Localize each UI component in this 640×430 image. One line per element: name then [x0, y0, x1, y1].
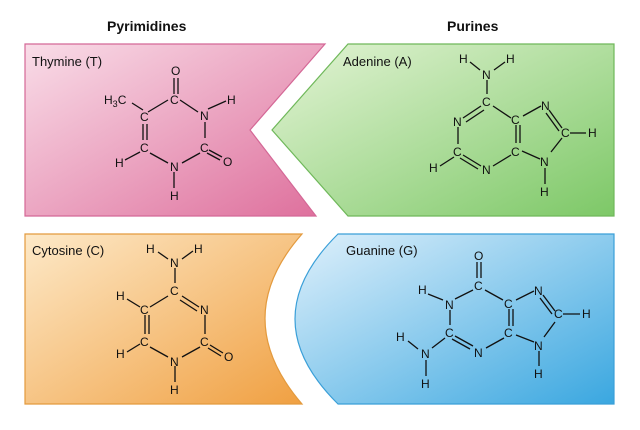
svg-text:N: N	[445, 298, 454, 312]
svg-text:N: N	[482, 68, 491, 82]
svg-text:N: N	[540, 155, 549, 169]
svg-text:H: H	[396, 330, 405, 344]
cytosine-label: Cytosine (C)	[32, 243, 104, 258]
svg-text:N: N	[534, 339, 543, 353]
svg-text:C: C	[554, 307, 563, 321]
svg-text:N: N	[453, 115, 462, 129]
svg-text:H: H	[194, 242, 203, 256]
guanine-label: Guanine (G)	[346, 243, 418, 258]
svg-text:C: C	[511, 145, 520, 159]
svg-text:C: C	[504, 297, 513, 311]
svg-text:C: C	[504, 326, 513, 340]
svg-text:N: N	[541, 99, 550, 113]
svg-text:H: H	[227, 93, 236, 107]
svg-text:C: C	[140, 141, 149, 155]
guanine-panel	[294, 233, 615, 405]
svg-text:H: H	[506, 52, 515, 66]
svg-text:C: C	[482, 95, 491, 109]
svg-text:C: C	[445, 326, 454, 340]
guanine-structure: O C H N C N C H C H N H N C N H	[396, 249, 591, 391]
adenine-panel	[271, 43, 615, 217]
svg-text:O: O	[223, 155, 232, 169]
svg-text:O: O	[171, 64, 180, 78]
svg-text:H: H	[116, 289, 125, 303]
svg-text:O: O	[474, 249, 483, 263]
thymine-structure: O C N H C O N H C H C H3C	[104, 64, 236, 203]
svg-text:N: N	[200, 109, 209, 123]
svg-text:N: N	[421, 347, 430, 361]
adenine-label: Adenine (A)	[343, 54, 412, 69]
svg-text:H: H	[540, 185, 549, 199]
thymine-label: Thymine (T)	[32, 54, 102, 69]
pyrimidines-heading: Pyrimidines	[107, 18, 187, 34]
svg-text:H: H	[588, 126, 597, 140]
svg-text:N: N	[170, 256, 179, 270]
svg-text:C: C	[453, 145, 462, 159]
svg-text:C: C	[200, 141, 209, 155]
svg-text:C: C	[170, 93, 179, 107]
cytosine-panel	[24, 233, 304, 405]
adenine-structure: H H N C N C N C H C H N C N H	[429, 52, 597, 199]
purines-heading: Purines	[447, 18, 499, 34]
svg-text:H: H	[146, 242, 155, 256]
svg-text:N: N	[200, 303, 209, 317]
svg-text:C: C	[200, 335, 209, 349]
svg-text:N: N	[534, 284, 543, 298]
svg-text:H: H	[421, 377, 430, 391]
svg-text:H: H	[534, 367, 543, 381]
svg-text:N: N	[170, 160, 179, 174]
svg-text:C: C	[561, 126, 570, 140]
svg-text:H: H	[170, 189, 179, 203]
svg-text:H: H	[459, 52, 468, 66]
svg-text:H: H	[115, 156, 124, 170]
svg-text:H: H	[429, 161, 438, 175]
svg-text:N: N	[482, 163, 491, 177]
svg-text:N: N	[474, 346, 483, 360]
svg-text:H: H	[116, 347, 125, 361]
svg-text:H3C: H3C	[104, 93, 127, 109]
svg-text:H: H	[418, 283, 427, 297]
cytosine-structure: H H N C H N C C O C H N H	[116, 242, 233, 397]
svg-text:C: C	[140, 110, 149, 124]
svg-text:N: N	[170, 355, 179, 369]
svg-text:C: C	[511, 113, 520, 127]
svg-text:H: H	[170, 383, 179, 397]
thymine-panel	[24, 43, 327, 217]
svg-text:C: C	[170, 284, 179, 298]
svg-text:C: C	[474, 279, 483, 293]
svg-text:H: H	[582, 307, 591, 321]
svg-text:O: O	[224, 350, 233, 364]
svg-text:C: C	[140, 335, 149, 349]
svg-text:C: C	[140, 303, 149, 317]
